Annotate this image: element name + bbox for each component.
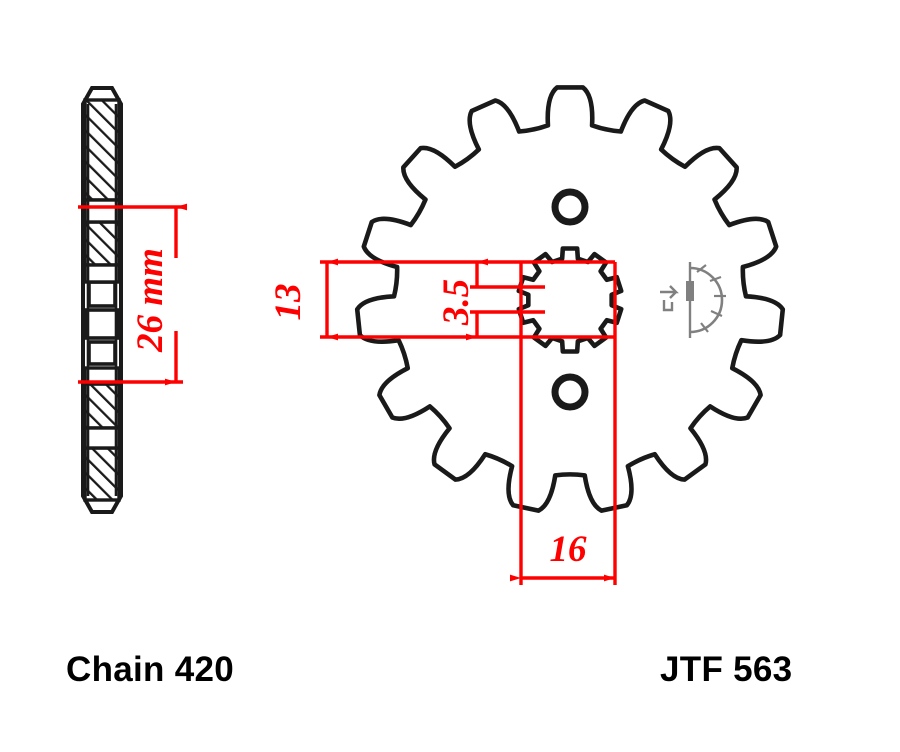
dimension-13-label: 13 <box>268 284 309 321</box>
spline-bore <box>516 246 624 354</box>
bolt-hole-upper <box>551 188 589 226</box>
side-section-view <box>81 86 123 514</box>
dimension-26mm <box>78 203 187 386</box>
section-hub-cavities <box>84 280 120 366</box>
dimension-16 <box>510 262 617 585</box>
part-number-label: JTF 563 <box>660 650 793 689</box>
dimension-26mm-label: 26 mm <box>130 248 171 353</box>
section-view-symbol <box>660 262 726 338</box>
dimension-3-5 <box>466 258 545 341</box>
bolt-hole-lower <box>551 373 589 411</box>
section-dividers <box>83 198 121 450</box>
chain-size-label: Chain 420 <box>66 650 235 689</box>
dimension-3-5-label: 3.5 <box>436 279 477 326</box>
dimension-16-label: 16 <box>550 529 588 570</box>
